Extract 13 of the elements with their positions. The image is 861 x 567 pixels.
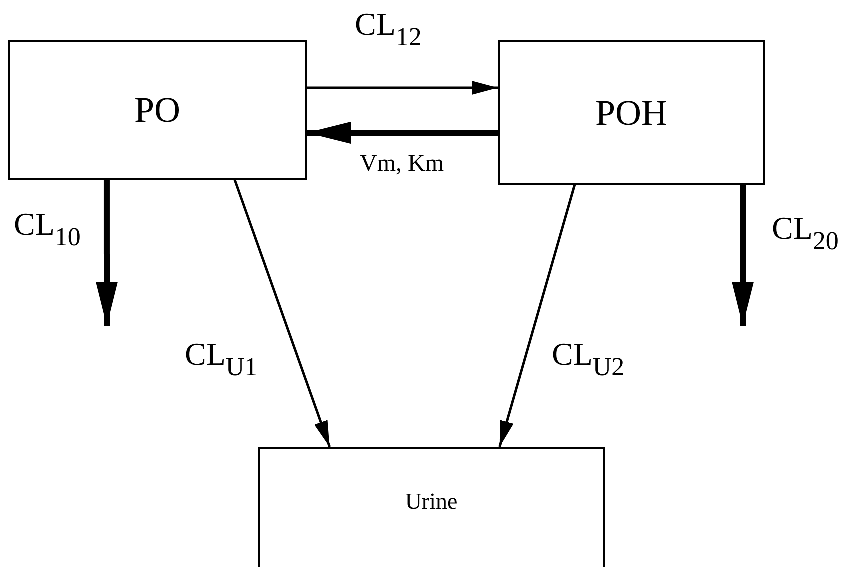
- arrow: [732, 185, 754, 326]
- arrow: [96, 180, 118, 326]
- arrow: [234, 180, 331, 448]
- compartment-label: POH: [595, 92, 668, 134]
- compartment-box: [498, 40, 765, 185]
- compartment-box: [258, 447, 605, 567]
- arrow: [307, 81, 498, 95]
- arrow: [307, 122, 498, 144]
- edge-label: Vm, Km: [360, 152, 444, 176]
- compartment-box: [8, 40, 307, 180]
- compartment-label: PO: [134, 89, 181, 131]
- compartment-label: Urine: [405, 489, 458, 515]
- arrow: [498, 184, 576, 448]
